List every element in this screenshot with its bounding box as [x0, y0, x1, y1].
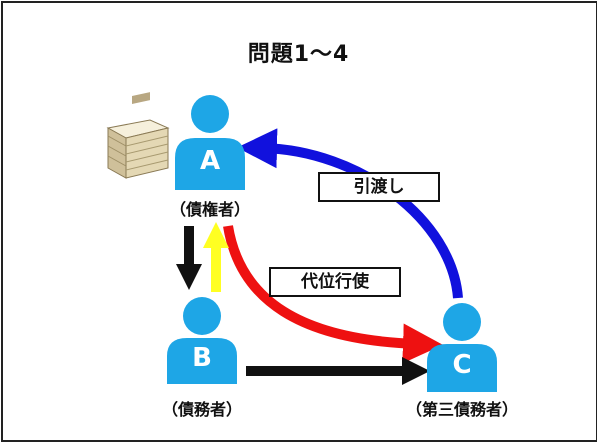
- banknote-stack-icon: [106, 92, 170, 179]
- b-to-c-arrow: [246, 357, 430, 385]
- diagram-title: 問題1〜4: [247, 42, 350, 67]
- person-c: C: [427, 344, 497, 392]
- role-creditor: （債権者）: [169, 200, 250, 219]
- person-a-letter: A: [199, 146, 221, 176]
- person-b-icon: [167, 297, 237, 384]
- a-to-b-arrow: [176, 226, 202, 290]
- person-b: B: [167, 338, 237, 384]
- role-third-debtor: （第三債務者）: [405, 400, 518, 419]
- label-subrogation: 代位行使: [269, 267, 401, 297]
- person-a: A: [175, 138, 245, 190]
- role-debtor: （債務者）: [161, 400, 242, 419]
- person-a-icon: [175, 95, 245, 190]
- label-handover: 引渡し: [318, 172, 440, 202]
- subrogation-arrow: [223, 225, 443, 364]
- b-to-a-arrow: [203, 222, 229, 292]
- person-b-letter: B: [192, 343, 212, 373]
- person-c-icon: [427, 303, 497, 392]
- person-c-letter: C: [452, 350, 472, 380]
